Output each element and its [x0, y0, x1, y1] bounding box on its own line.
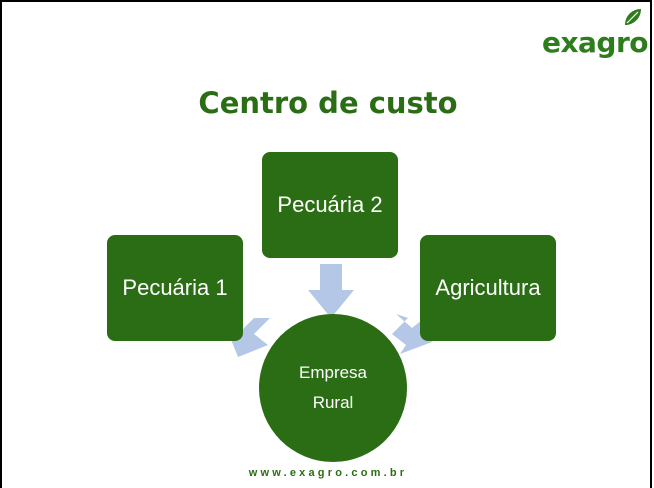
center-node-line-2: Rural: [312, 393, 354, 412]
center-node-empresa-rural: Empresa Rural: [259, 314, 407, 462]
logo: exagro: [538, 6, 649, 62]
center-node-line-1: Empresa: [298, 363, 368, 382]
node-agricultura: Agricultura: [420, 235, 556, 341]
logo-text: exagro: [541, 26, 649, 59]
node-pecuaria-2: Pecuária 2: [262, 152, 398, 258]
arrow-down-icon: [308, 264, 354, 318]
footer-url: www.exagro.com.br: [248, 467, 408, 479]
node-pecuaria-1: Pecuária 1: [107, 235, 243, 341]
leaf-icon: [625, 9, 641, 25]
page-title: Centro de custo: [198, 86, 458, 120]
